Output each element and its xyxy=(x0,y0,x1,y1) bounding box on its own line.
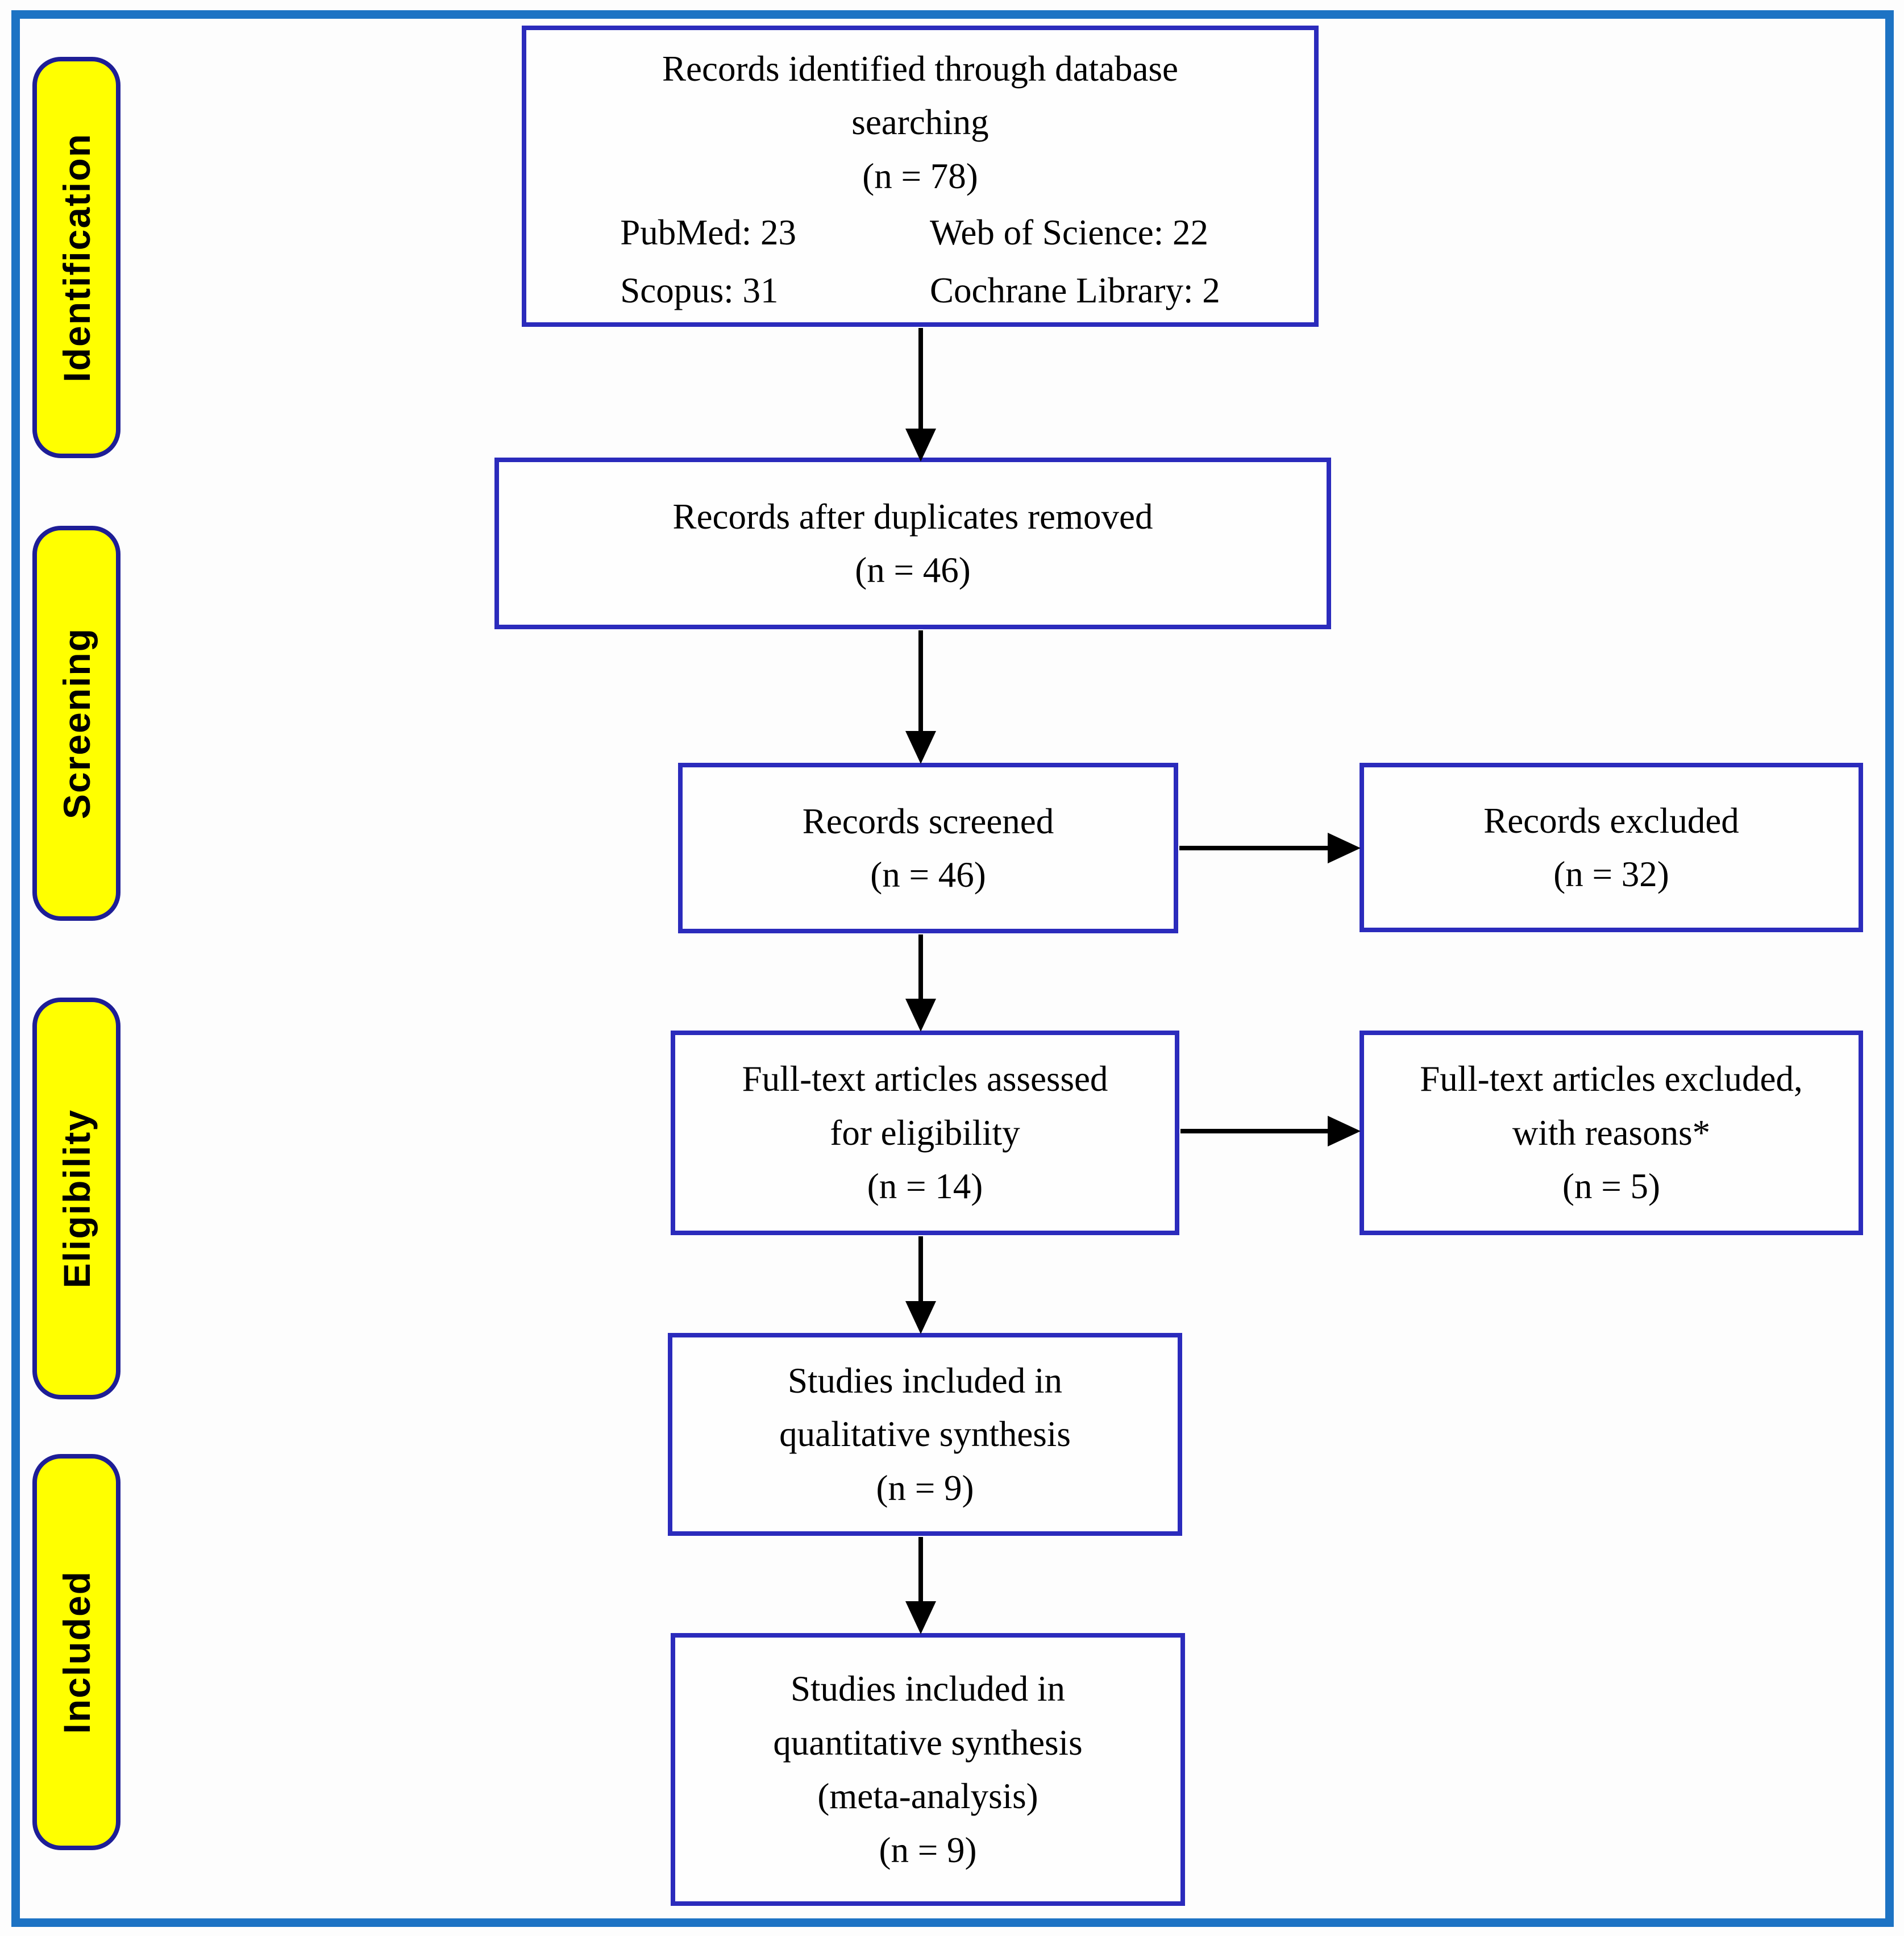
box-count: (n = 9) xyxy=(879,1830,977,1870)
outer-frame xyxy=(11,10,1894,1927)
box-text-line: (meta-analysis) xyxy=(817,1776,1038,1816)
box-records-identified: Records identified through database sear… xyxy=(522,26,1319,327)
box-count: (n = 46) xyxy=(855,550,971,590)
box-qualitative-synthesis: Studies included in qualitative synthesi… xyxy=(668,1333,1182,1536)
stage-label-included: Included xyxy=(32,1454,120,1850)
arrow-qualitative-to-quantitative xyxy=(918,1537,923,1601)
box-records-excluded: Records excluded (n = 32) xyxy=(1360,763,1863,932)
box-text-line: Records screened xyxy=(802,801,1054,841)
box-text-line: quantitative synthesis xyxy=(773,1722,1083,1763)
arrow-fulltext-to-qualitative xyxy=(918,1236,923,1301)
arrow-fulltext-to-excluded xyxy=(1180,1129,1328,1133)
source-count-pubmed: PubMed: 23 xyxy=(620,213,796,253)
source-count-web-of-science: Web of Science: 22 xyxy=(929,213,1208,253)
box-records-screened: Records screened (n = 46) xyxy=(678,763,1178,933)
arrow-identified-to-duplicates xyxy=(918,328,923,429)
stage-label-eligibility: Eligibility xyxy=(32,998,120,1399)
box-fulltext-assessed: Full-text articles assessed for eligibil… xyxy=(671,1031,1179,1235)
box-text-line: Records identified through database xyxy=(662,48,1178,89)
stage-label-text: Eligibility xyxy=(55,1108,98,1289)
box-count: (n = 14) xyxy=(867,1166,983,1207)
box-fulltext-excluded: Full-text articles excluded, with reason… xyxy=(1360,1031,1863,1235)
box-duplicates-removed: Records after duplicates removed (n = 46… xyxy=(494,458,1331,629)
arrow-duplicates-to-screened xyxy=(918,630,923,731)
stage-label-screening: Screening xyxy=(32,526,120,921)
stage-label-text: Identification xyxy=(55,132,98,383)
box-count: (n = 9) xyxy=(876,1468,974,1508)
box-text-line: Full-text articles assessed xyxy=(742,1059,1108,1099)
box-count: (n = 78) xyxy=(862,156,978,196)
stage-label-text: Included xyxy=(55,1570,98,1734)
box-quantitative-synthesis: Studies included in quantitative synthes… xyxy=(671,1633,1185,1906)
box-text-line: Studies included in xyxy=(791,1669,1065,1709)
box-text-line: Full-text articles excluded, xyxy=(1420,1059,1803,1099)
box-text-line: for eligibility xyxy=(830,1112,1020,1153)
arrow-screened-to-excluded xyxy=(1179,846,1328,850)
database-source-counts: PubMed: 23 Web of Science: 22 Scopus: 31… xyxy=(620,213,1220,310)
box-text-line: Studies included in xyxy=(788,1360,1062,1401)
box-count: (n = 5) xyxy=(1562,1166,1660,1207)
box-count: (n = 32) xyxy=(1553,854,1669,894)
box-count: (n = 46) xyxy=(870,855,986,895)
arrow-screened-to-fulltext xyxy=(918,934,923,999)
source-count-scopus: Scopus: 31 xyxy=(620,270,779,310)
source-count-cochrane: Cochrane Library: 2 xyxy=(929,270,1220,310)
box-text-line: Records excluded xyxy=(1483,800,1739,841)
box-text-line: searching xyxy=(851,102,989,143)
box-text-line: qualitative synthesis xyxy=(779,1414,1071,1455)
stage-label-text: Screening xyxy=(55,627,98,820)
box-text-line: with reasons* xyxy=(1512,1112,1711,1153)
stage-label-identification: Identification xyxy=(32,57,120,458)
box-text-line: Records after duplicates removed xyxy=(672,496,1153,537)
